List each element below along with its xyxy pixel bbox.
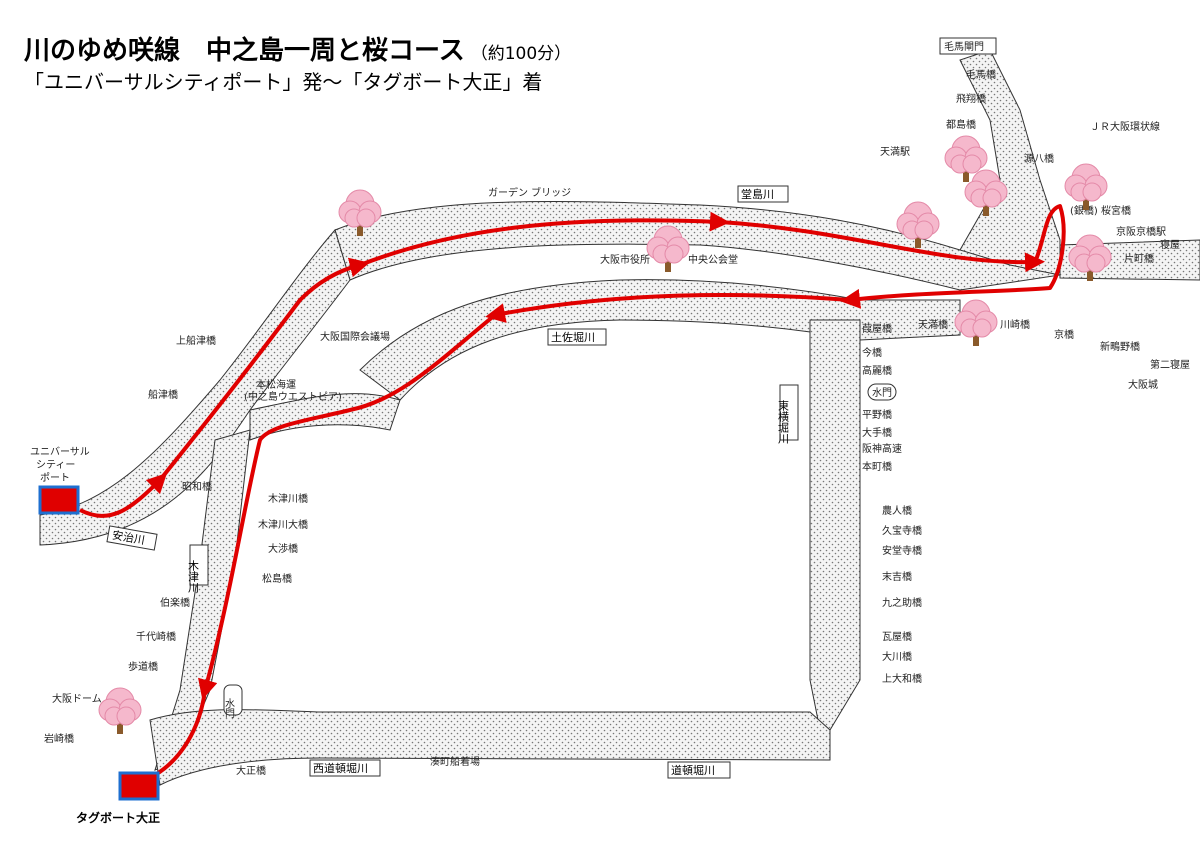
map-subtitle: 「ユニバーサルシティポート」発～「タグボート大正」着 xyxy=(24,70,543,94)
river-dotonbori xyxy=(149,709,831,786)
bridge-kozen: 瓦屋橋 xyxy=(882,630,912,643)
start-port-label-2: シティー xyxy=(36,460,75,471)
landmark-honmatsu: 本松海運 xyxy=(256,378,296,391)
landmark-osaka-dome: 大阪ドーム xyxy=(52,692,102,705)
bridge-otebashi: 大手橋 xyxy=(862,426,892,439)
bridge-kooribashi: 葭屋橋 xyxy=(862,322,892,335)
gate-suimon-east: 水門 xyxy=(872,387,892,399)
bridge-chiyosaki: 千代崎橋 xyxy=(136,630,176,643)
bridge-neya: 寝屋 xyxy=(1160,238,1180,251)
bridge-shouwa: 昭和橋 xyxy=(182,480,212,493)
river-higashiyokobori xyxy=(809,319,861,731)
gate-suimon-west: 水門 xyxy=(223,698,235,719)
bridge-kyuhoji: 久宝寺橋 xyxy=(882,524,922,537)
bridge-hanshin: 阪神高速 xyxy=(862,442,902,455)
label-higashiyokobori: 東横堀川 xyxy=(777,400,790,444)
cherry-trees xyxy=(98,135,1112,734)
bridge-hakurei: 伯楽橋 xyxy=(160,596,190,609)
landmark-loop-line: ＪＲ大阪環状線 xyxy=(1090,120,1160,133)
route-aji xyxy=(158,257,370,482)
bridge-honmachi: 本町橋 xyxy=(862,460,892,473)
landmark-osaka-castle: 大阪城 xyxy=(1128,378,1158,391)
cherry-tree-icon xyxy=(98,687,142,734)
route-tosabori xyxy=(485,293,851,323)
landmark-city-hall: 大阪市役所 xyxy=(600,253,650,266)
map-title: 川のゆめ咲線 中之島一周と桜コース（約100分） xyxy=(24,30,571,67)
bridge-kamifunazu: 上船津橋 xyxy=(176,334,216,347)
landmark-garden-bridge: ガーデン ブリッジ xyxy=(488,186,571,199)
bridge-kyobashi: 京橋 xyxy=(1054,328,1074,341)
start-port-label-3: ポート xyxy=(40,472,70,484)
landmark-honmatsu-sub: (中之島ウエストピア) xyxy=(244,390,342,403)
cherry-tree-icon xyxy=(338,189,382,236)
bridge-koraibashi: 高麗橋 xyxy=(862,364,892,377)
bridge-anjoji: 安堂寺橋 xyxy=(882,544,922,557)
cherry-tree-icon xyxy=(1064,163,1108,210)
bridge-hidabashi: 飛翔橋 xyxy=(956,92,986,105)
landmark-labels: 大阪市役所 中央公会堂 大阪国際会議場 本松海運 (中之島ウエストピア) ガーデ… xyxy=(52,120,1166,768)
gate-kema: 毛馬閘門 xyxy=(944,41,984,53)
label-kizu: 木津川 xyxy=(187,560,200,593)
cherry-tree-icon xyxy=(896,201,940,248)
bridge-imabashi: 今橋 xyxy=(862,346,882,359)
bridge-tenmabashi-e: 天満橋 xyxy=(918,318,948,331)
bridge-higashi: 末吉橋 xyxy=(882,570,912,583)
label-dojima: 堂島川 xyxy=(741,187,774,201)
landmark-tenma-st: 天満駅 xyxy=(880,146,910,158)
bridge-kizugawa: 木津川橋 xyxy=(268,492,308,505)
title-duration: （約100分） xyxy=(470,44,572,64)
route-uturn xyxy=(840,204,1066,309)
route-dojima-east xyxy=(719,220,1045,273)
cherry-tree-icon xyxy=(954,299,998,346)
title-text: 川のゆめ咲線 中之島一周と桜コース xyxy=(24,36,465,66)
end-port[interactable]: タグボート大正 xyxy=(76,771,160,825)
river-labels: 堂島川 土佐堀川 安治川 木津川 東横堀川 西道頓堀川 道頓堀川 xyxy=(106,185,799,779)
bridge-shinkyobashi: 新鴫野橋 xyxy=(1100,340,1140,353)
bridge-kizugawa-o: 木津川大橋 xyxy=(258,518,308,531)
landmark-keihan: 京阪京橋駅 xyxy=(1116,225,1166,238)
route-dojima xyxy=(359,211,730,267)
bridge-kemabashi: 毛馬橋 xyxy=(966,68,996,81)
bridge-kami-oowa: 上大和橋 xyxy=(882,672,922,685)
bridge-kawasaki: 川崎橋 xyxy=(1000,318,1030,331)
bridge-noujin: 農人橋 xyxy=(882,504,912,517)
cherry-tree-icon xyxy=(964,169,1008,216)
label-dotonbori: 道頓堀川 xyxy=(671,763,715,777)
bridge-labels: 毛馬橋 飛翔橋 都島橋 源八橋 (銀橋) 桜宮橋 片町橋 寝屋 京橋 新鴫野橋 … xyxy=(44,68,1190,777)
river-dojima xyxy=(334,200,1061,291)
landmark-minatomachi: 湊町船着場 xyxy=(430,755,480,768)
bridge-matsushima: 松島橋 xyxy=(262,572,292,585)
landmark-intl-conf: 大阪国際会議場 xyxy=(320,330,390,343)
cherry-tree-icon xyxy=(646,225,690,272)
route-tosabori-west xyxy=(198,313,497,700)
bridge-taisho: 大正橋 xyxy=(236,764,266,777)
bridge-daini-neya: 第二寝屋 xyxy=(1150,358,1190,371)
bridge-daisho: 大渉橋 xyxy=(268,542,298,555)
start-port-label-1: ユニバーサル xyxy=(30,446,90,458)
start-port[interactable]: ユニバーサル シティー ポート xyxy=(30,446,90,515)
landmark-public-hall: 中央公会堂 xyxy=(688,253,738,266)
bridge-kyuhojibashi: 九之助橋 xyxy=(882,596,922,609)
label-tosabori: 土佐堀川 xyxy=(551,330,595,344)
cruise-route xyxy=(79,204,1066,777)
route-leg-out xyxy=(79,472,168,518)
bridge-sakuranomiya: (銀橋) 桜宮橋 xyxy=(1070,204,1131,217)
label-nishidotonbori: 西道頓堀川 xyxy=(313,761,368,775)
bridge-hiranobashi: 平野橋 xyxy=(862,408,892,421)
bridge-miyakojima: 都島橋 xyxy=(946,118,976,131)
cherry-tree-icon xyxy=(1068,234,1112,281)
label-aji: 安治川 xyxy=(111,528,146,548)
cherry-tree-icon xyxy=(944,135,988,182)
route-to-taisho xyxy=(153,689,207,777)
bridge-ookawa: 大川橋 xyxy=(882,650,912,663)
bridge-katamachi: 片町橋 xyxy=(1124,252,1154,265)
gates: 水門 水門 毛馬閘門 xyxy=(223,37,997,719)
bridge-iwasaki: 岩崎橋 xyxy=(44,732,74,745)
bridge-funazu: 船津橋 xyxy=(148,388,178,401)
bridge-genpachi: 源八橋 xyxy=(1024,152,1054,165)
bridge-hodo: 歩道橋 xyxy=(128,660,158,673)
rivers xyxy=(39,49,1200,786)
end-port-label: タグボート大正 xyxy=(76,810,160,825)
